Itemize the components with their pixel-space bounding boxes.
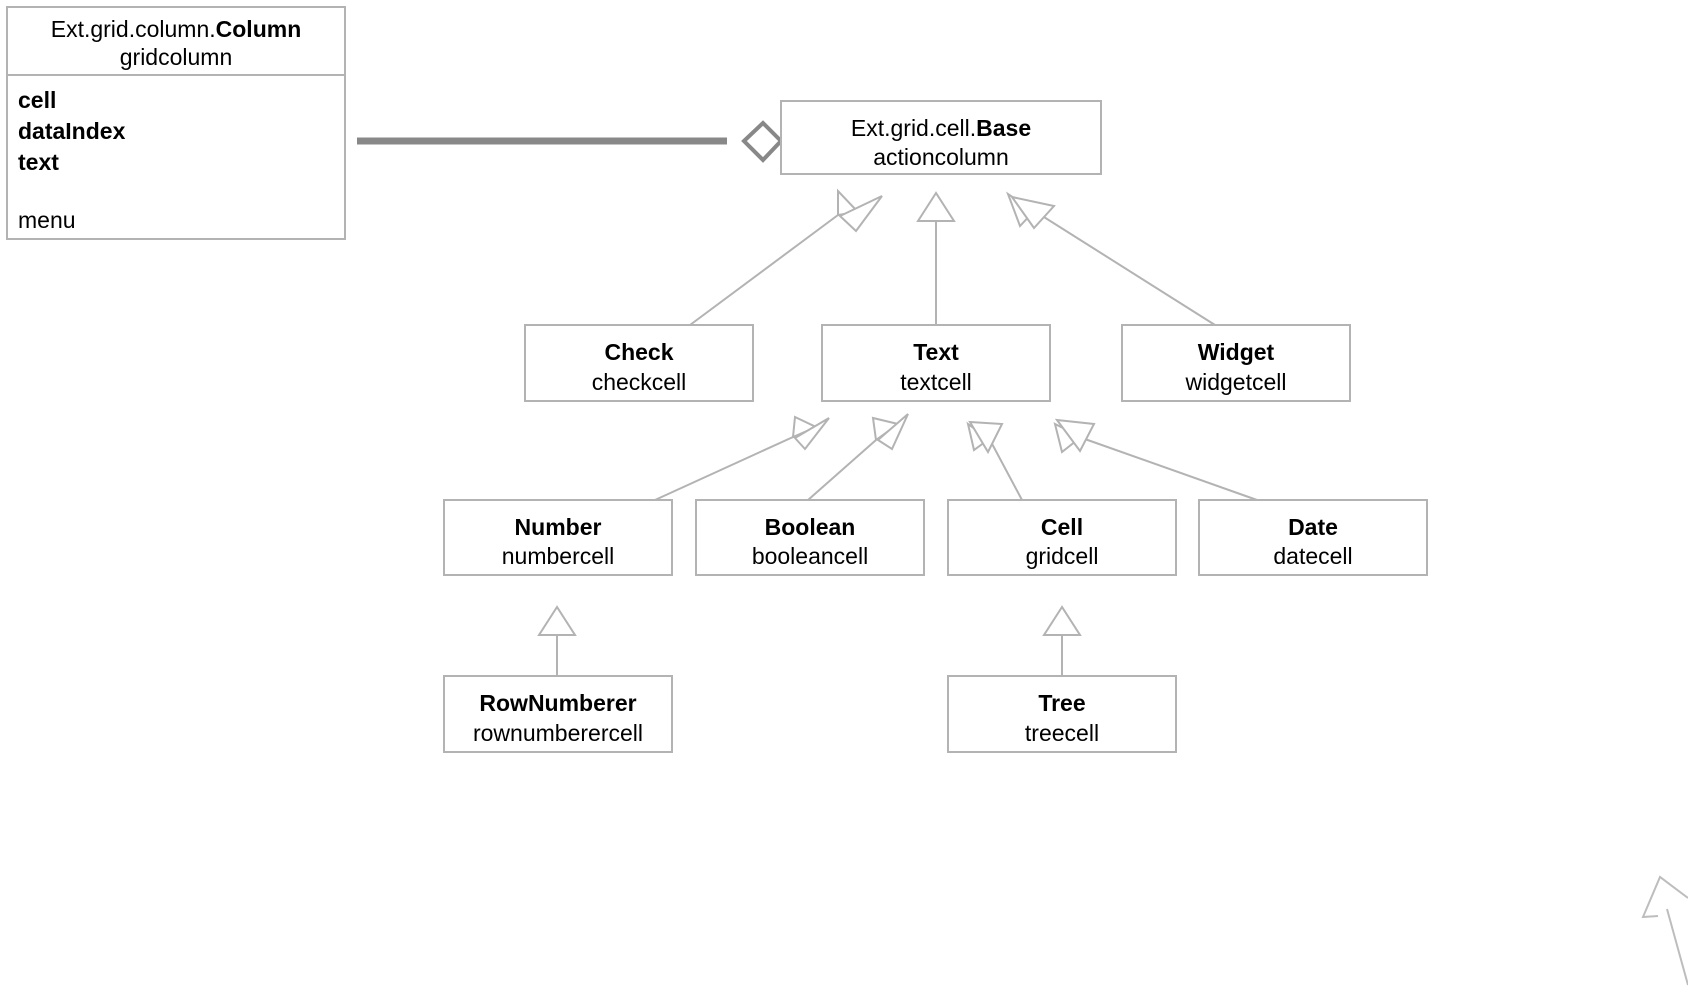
stray-arrowhead-icon bbox=[1641, 875, 1688, 986]
class-boolean-name: Boolean bbox=[765, 514, 856, 540]
class-date-alias: datecell bbox=[1273, 543, 1352, 569]
class-box-widget[interactable]: Widget widgetcell bbox=[1121, 324, 1351, 402]
class-box-boolean[interactable]: Boolean booleancell bbox=[695, 499, 925, 576]
relation-text-to-base bbox=[916, 191, 956, 325]
class-base-name: Base bbox=[976, 115, 1031, 141]
svg-text:Ext.grid.cell.Base: Ext.grid.cell.Base bbox=[851, 115, 1031, 141]
svg-text:Ext.grid.column.Column: Ext.grid.column.Column bbox=[51, 16, 302, 42]
class-column-member-menu: menu bbox=[18, 207, 76, 233]
class-box-column[interactable]: Ext.grid.column.Column gridcolumn cell d… bbox=[6, 6, 346, 240]
class-cell-name: Cell bbox=[1041, 514, 1083, 540]
relation-boolean-to-text bbox=[807, 413, 909, 501]
class-box-tree[interactable]: Tree treecell bbox=[947, 675, 1177, 753]
relation-widget-to-base bbox=[1005, 191, 1216, 326]
class-check-alias: checkcell bbox=[592, 369, 687, 395]
class-column-member-text: text bbox=[18, 149, 59, 175]
relation-cell-to-text bbox=[966, 420, 1023, 501]
class-box-number[interactable]: Number numbercell bbox=[443, 499, 673, 576]
class-box-base[interactable]: Ext.grid.cell.Base actioncolumn bbox=[780, 100, 1102, 175]
class-column-member-cell: cell bbox=[18, 87, 56, 113]
relation-number-to-text bbox=[654, 415, 830, 501]
class-text-alias: textcell bbox=[900, 369, 972, 395]
class-date-name: Date bbox=[1288, 514, 1338, 540]
class-column-alias: gridcolumn bbox=[120, 44, 233, 70]
class-rownumberer-name: RowNumberer bbox=[479, 690, 636, 716]
class-column-name: Column bbox=[216, 16, 302, 42]
class-number-alias: numbercell bbox=[502, 543, 615, 569]
class-rownumberer-alias: rownumberercell bbox=[473, 720, 643, 746]
class-check-name: Check bbox=[604, 339, 673, 365]
class-box-rownumberer[interactable]: RowNumberer rownumberercell bbox=[443, 675, 673, 753]
class-column-namespace: Ext.grid.column. bbox=[51, 16, 216, 42]
class-tree-alias: treecell bbox=[1025, 720, 1099, 746]
class-box-cell[interactable]: Cell gridcell bbox=[947, 499, 1177, 576]
class-base-namespace: Ext.grid.cell. bbox=[851, 115, 976, 141]
class-box-check[interactable]: Check checkcell bbox=[524, 324, 754, 402]
relation-column-to-base-aggregation bbox=[357, 120, 784, 163]
class-tree-name: Tree bbox=[1038, 690, 1085, 716]
class-column-member-dataindex: dataIndex bbox=[18, 118, 126, 144]
class-widget-alias: widgetcell bbox=[1185, 369, 1287, 395]
class-box-date[interactable]: Date datecell bbox=[1198, 499, 1428, 576]
class-number-name: Number bbox=[515, 514, 602, 540]
class-base-alias: actioncolumn bbox=[873, 144, 1009, 170]
class-box-text[interactable]: Text textcell bbox=[821, 324, 1051, 402]
relation-rownumberer-to-number bbox=[537, 605, 577, 676]
class-text-name: Text bbox=[913, 339, 959, 365]
relation-tree-to-cell bbox=[1042, 605, 1082, 676]
class-cell-alias: gridcell bbox=[1026, 543, 1099, 569]
relation-date-to-text bbox=[1053, 418, 1258, 501]
class-boolean-alias: booleancell bbox=[752, 543, 868, 569]
class-widget-name: Widget bbox=[1198, 339, 1275, 365]
relation-check-to-base bbox=[689, 188, 883, 326]
